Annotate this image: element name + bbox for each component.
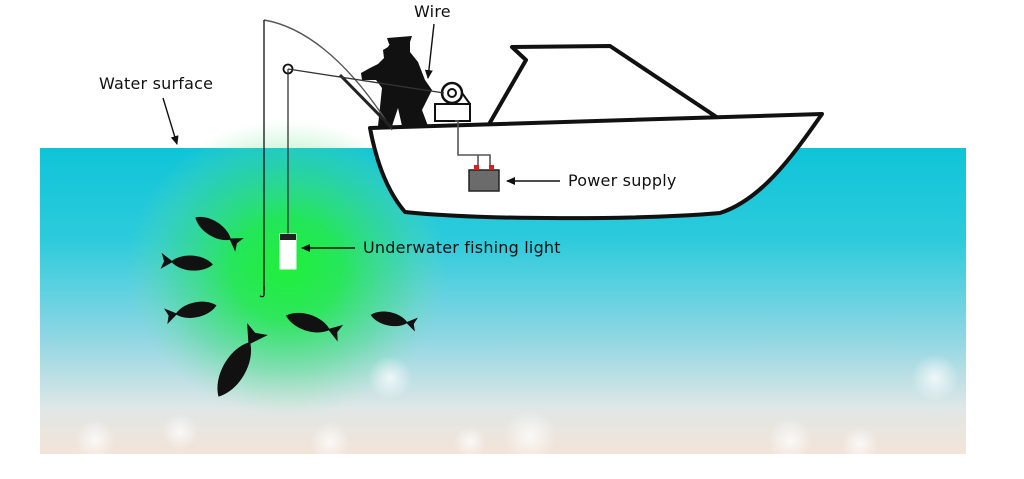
boat-icon — [368, 44, 824, 221]
fishing-rod — [259, 19, 445, 298]
fish-icon — [195, 216, 244, 252]
underwater-fishing-light-label: Underwater fishing light — [363, 238, 561, 257]
reel-icon — [434, 81, 471, 122]
wire-label: Wire — [414, 2, 451, 21]
fish-group — [160, 216, 418, 397]
fish-icon — [163, 301, 217, 325]
light-icon — [279, 233, 297, 270]
power-cable — [455, 120, 491, 166]
water-surface-arrow — [162, 97, 179, 145]
fish-icon — [285, 312, 344, 342]
power-supply-label: Power supply — [568, 171, 677, 190]
fisherman-icon — [361, 36, 432, 126]
fish-icon — [370, 311, 418, 332]
fish-icon — [160, 252, 213, 271]
battery-icon — [468, 165, 500, 192]
water-surface-label: Water surface — [99, 74, 214, 93]
wire-arrow — [424, 23, 435, 79]
bokeh-highlights — [75, 354, 959, 462]
fish-icon — [217, 323, 268, 397]
